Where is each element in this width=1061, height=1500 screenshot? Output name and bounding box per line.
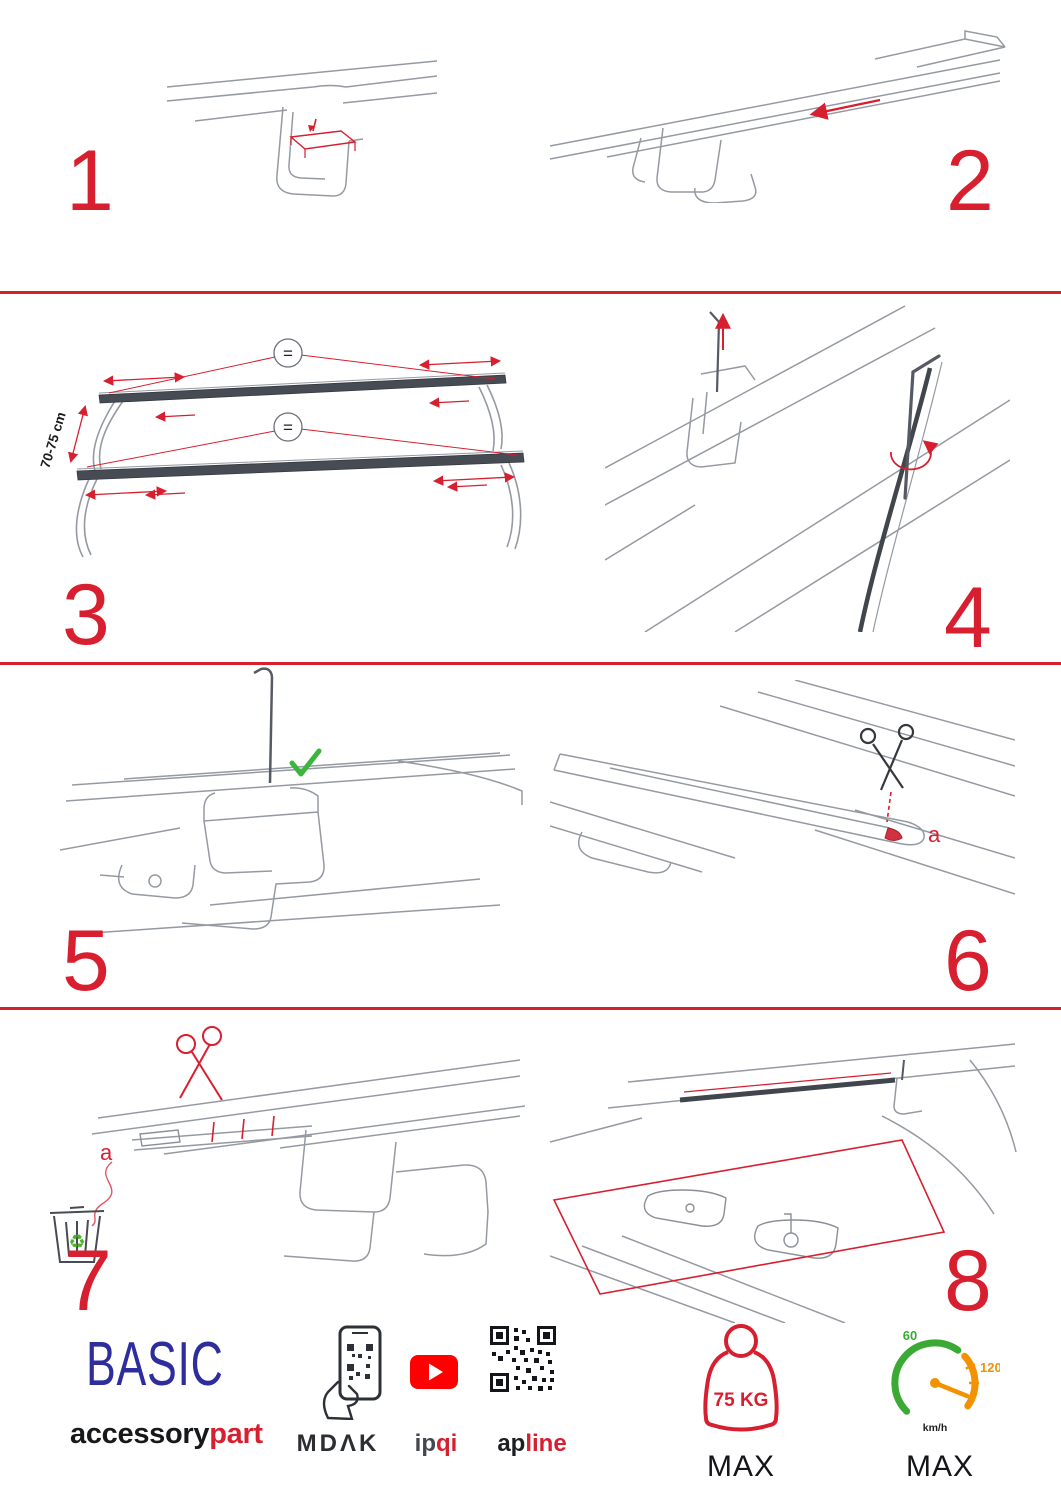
site-label-red: line bbox=[525, 1430, 567, 1457]
gauge-orange-arc bbox=[961, 1352, 979, 1410]
speed-max-label: MAX bbox=[905, 1450, 974, 1483]
step-5-drawing bbox=[60, 667, 523, 934]
step-2-drawing bbox=[549, 30, 1006, 203]
section-divider bbox=[0, 1007, 1061, 1010]
weight-max-label: MAX bbox=[706, 1450, 775, 1483]
brand-red-part: part bbox=[209, 1418, 263, 1450]
allen-key-icon bbox=[903, 354, 941, 500]
roof-lines bbox=[605, 305, 1010, 632]
gauge-high-label: 120 bbox=[980, 1360, 1000, 1375]
clamp-lines bbox=[60, 752, 523, 934]
recycle-icon: ♻ bbox=[68, 1232, 85, 1253]
step-6-drawing: a bbox=[550, 680, 1015, 895]
step-5-number: 5 bbox=[62, 913, 110, 1009]
step-7-drawing: a ♻ bbox=[49, 1026, 525, 1263]
crossbar-lines bbox=[549, 30, 1006, 203]
basic-logo: BASIC bbox=[86, 1330, 224, 1399]
accessorypart-brand: accessorypart bbox=[70, 1420, 263, 1449]
check-icon bbox=[289, 748, 322, 777]
dimension-arrows bbox=[68, 356, 516, 500]
qr-finder-patterns bbox=[490, 1326, 556, 1392]
weight-value: 75 KG bbox=[714, 1390, 769, 1411]
step-3-drawing: = = 70-75 cm bbox=[38, 338, 525, 558]
step-7-number: 7 bbox=[64, 1233, 112, 1329]
step-1-drawing bbox=[166, 60, 438, 197]
phone-qr-pattern bbox=[347, 1344, 373, 1380]
max-weight-icon: 75 KG bbox=[703, 1324, 779, 1432]
gauge-low-label: 60 bbox=[903, 1328, 917, 1343]
step-1-number: 1 bbox=[66, 133, 114, 229]
equal-symbol: = bbox=[283, 418, 293, 437]
section-divider bbox=[0, 662, 1061, 665]
scissors-icon bbox=[176, 1026, 223, 1101]
step-6-number: 6 bbox=[944, 913, 992, 1009]
site-label-black: ap bbox=[497, 1430, 526, 1457]
slide-direction-arrow bbox=[809, 98, 881, 120]
equal-guide-lines bbox=[86, 354, 518, 468]
mounting-area-outline bbox=[552, 1139, 946, 1295]
step-4-number: 4 bbox=[944, 570, 992, 666]
cut-point-label: a bbox=[928, 822, 941, 847]
foot-pads bbox=[643, 1189, 839, 1259]
equal-symbol: = bbox=[283, 344, 293, 363]
crossbar-with-strip bbox=[679, 1059, 905, 1103]
gauge-green-arc bbox=[891, 1339, 962, 1415]
scissors-icon bbox=[859, 723, 915, 791]
door-seal bbox=[857, 367, 933, 632]
cut-line bbox=[886, 791, 892, 823]
locking-pin bbox=[709, 311, 721, 393]
phone-qr-icon bbox=[322, 1325, 382, 1420]
trash-bin-icon bbox=[49, 1206, 105, 1263]
gauge-unit-label: km/h bbox=[923, 1422, 948, 1434]
step-4-drawing bbox=[605, 305, 1010, 632]
step-3-number: 3 bbox=[62, 567, 110, 663]
bar-distance-label: 70-75 cm bbox=[38, 410, 69, 470]
qr-code-icon bbox=[490, 1326, 556, 1392]
discard-path-squiggle bbox=[91, 1161, 113, 1227]
video-label-red: qi bbox=[436, 1430, 458, 1457]
equal-spacing-badges: = = bbox=[273, 338, 303, 442]
youtube-icon bbox=[410, 1355, 458, 1389]
site-label: apline bbox=[484, 1432, 580, 1456]
gauge-tick bbox=[965, 1363, 976, 1370]
door-seal-edge bbox=[872, 361, 943, 632]
crossbars bbox=[76, 372, 525, 481]
roof-rib-lines bbox=[550, 680, 1015, 895]
cut-strip-piece bbox=[139, 1129, 181, 1147]
brand-black-part: accessory bbox=[70, 1418, 210, 1450]
step-8-number: 8 bbox=[944, 1233, 992, 1329]
rubber-strip-end bbox=[884, 827, 903, 841]
step-4-arrows bbox=[715, 312, 939, 471]
step-2-number: 2 bbox=[946, 133, 994, 229]
section-divider bbox=[0, 291, 1061, 294]
gauge-needle bbox=[932, 1380, 970, 1399]
cut-piece-label: a bbox=[100, 1140, 113, 1165]
rubber-pad-highlight bbox=[289, 118, 357, 158]
speedometer-icon: 60 120 km/h bbox=[891, 1328, 1000, 1434]
cut-tick-marks bbox=[211, 1115, 275, 1143]
qr-modules bbox=[492, 1328, 554, 1391]
hand-icon bbox=[322, 1380, 359, 1420]
app-label: MDΛK bbox=[296, 1430, 380, 1457]
video-label-black: ip bbox=[414, 1430, 436, 1457]
gauge-pivot bbox=[930, 1378, 940, 1388]
video-label: ipqi bbox=[398, 1432, 474, 1456]
roof-rail-lines bbox=[166, 60, 438, 197]
step-8-drawing bbox=[550, 1043, 1017, 1323]
hook-rod bbox=[253, 667, 274, 784]
ceiling-lines bbox=[91, 1059, 525, 1262]
